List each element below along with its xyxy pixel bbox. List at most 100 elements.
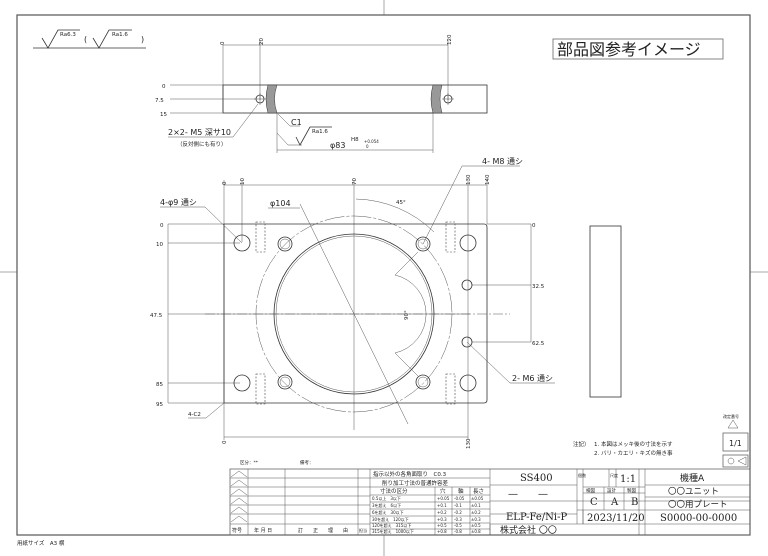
surface-roughness-symbol: Ra6.3 ( Ra1.6 ) bbox=[33, 29, 146, 49]
title-block-check-headers-0: 検図 bbox=[586, 487, 595, 494]
surface-paren-open: ( bbox=[84, 35, 87, 44]
revision-headers-2: 訂 正 理 由 bbox=[298, 527, 348, 534]
tolerance-rows-3-1: +0.3 bbox=[437, 517, 447, 522]
top-view-corner: 4-C2 bbox=[188, 412, 201, 418]
top-view-dims-y-left-1: 10 bbox=[156, 242, 163, 248]
tolerance-title: 削り加工寸法の普通許容差 bbox=[382, 479, 449, 487]
tolerance-rows-2-0: 6を超え 30以下 bbox=[372, 509, 404, 515]
top-view-dims-y-left-3: 85 bbox=[156, 382, 163, 388]
tolerance-rows-4-3: ±0.5 bbox=[471, 523, 481, 528]
title-block-checkers-0: C bbox=[590, 497, 598, 508]
title-block-qty-label: 個数 bbox=[578, 472, 586, 478]
tolerance-rows-5-3: ±0.8 bbox=[471, 529, 481, 534]
tolerance-rows-2-1: +0.2 bbox=[437, 510, 447, 515]
tolerance-rows-2-3: ±0.2 bbox=[471, 510, 481, 515]
tolerance-rows-3-0: 30を超え 120以下 bbox=[372, 516, 409, 522]
title-block-revision-mark-label: 改定番号 bbox=[723, 413, 739, 419]
tolerance-headers-2: 軸 bbox=[458, 487, 464, 495]
side-view-dims-x-1: 20 bbox=[259, 38, 265, 45]
side-view-fit: H8 bbox=[351, 137, 359, 143]
tolerance-rows-4-2: -0.5 bbox=[454, 523, 462, 528]
tolerance-rows-1-3: ±0.1 bbox=[471, 503, 481, 508]
page-title: 部品図参考イメージ bbox=[557, 40, 701, 59]
revision-headers-1: 年 月 日 bbox=[254, 527, 272, 534]
top-view-dims-x-0: 0 bbox=[222, 181, 228, 185]
top-view-dims-y-right-0: 0 bbox=[532, 223, 536, 229]
side-view-dims-x-0: 0 bbox=[220, 41, 226, 45]
top-view-dims-x-3: 130 bbox=[466, 174, 472, 185]
side-view-dims-x-2: 120 bbox=[447, 34, 453, 45]
side-view-dims-y-1: 7.5 bbox=[155, 98, 164, 104]
tolerance-rows-5-2: -0.8 bbox=[454, 529, 462, 534]
side-view-bore-ra: Ra1.6 bbox=[312, 129, 328, 135]
tolerance-rows-2-2: -0.2 bbox=[454, 510, 462, 515]
title-block-checkers-1: A bbox=[610, 497, 619, 508]
top-view-dims-y-right-2: 62.5 bbox=[532, 341, 545, 347]
tolerance-rows-3-2: -0.3 bbox=[454, 517, 462, 522]
top-view-dims-y-left-4: 95 bbox=[156, 402, 163, 408]
top-view-m8-note: 4- M8 通シ bbox=[482, 156, 523, 166]
side-view-chamfer: C1 bbox=[291, 118, 302, 127]
tolerance-rows-0-3: ±0.05 bbox=[471, 496, 484, 501]
tolerance-rows-0-0: 0.5以上 3以下 bbox=[372, 495, 401, 501]
tap-note: 2×2- M5 深サ10 bbox=[168, 128, 231, 137]
drawing-number: S0000-00-0000 bbox=[660, 513, 737, 524]
machine: 機種A bbox=[680, 472, 705, 484]
revision-headers-0: 符号 bbox=[232, 527, 242, 534]
tolerance-rows-0-2: -0.05 bbox=[454, 496, 465, 501]
top-view-pcd: φ104 bbox=[270, 199, 291, 208]
tolerance-rows-5-0: 315を超え 1000以下 bbox=[372, 528, 414, 534]
notes-label: 注記） bbox=[573, 440, 590, 448]
date: 2023/11/20 bbox=[587, 513, 645, 524]
tolerance-chamfer-note: 指示以外の各角面取り C0.3 bbox=[373, 470, 447, 478]
scale: 1:1 bbox=[620, 474, 636, 485]
notes-line1: 1. 本図はメッキ後の寸法を示す bbox=[594, 440, 673, 448]
right-view bbox=[589, 225, 622, 398]
part-name: 〇〇用プレート bbox=[668, 500, 728, 510]
corner-holes bbox=[233, 234, 477, 392]
title-block-scale-label: 尺度 bbox=[610, 472, 618, 478]
surface-treatment: ELP-Fe/Ni-P bbox=[506, 512, 568, 523]
drawing-frame bbox=[16, 14, 751, 536]
m8-holes bbox=[277, 236, 431, 390]
tolerance-rows-4-1: +0.5 bbox=[437, 523, 447, 528]
side-view-tol-lower: 0 bbox=[366, 144, 369, 149]
top-view-angle-90: 90° bbox=[404, 310, 410, 320]
side-view-bore-dia: φ83 bbox=[330, 141, 345, 150]
notes-line2: 2. バリ・カエリ・キズの無き事 bbox=[594, 449, 673, 457]
notes: 注記） 1. 本図はメッキ後の寸法を示す 2. バリ・カエリ・キズの無き事 bbox=[573, 440, 673, 457]
top-view-dims-x-4: 140 bbox=[485, 174, 491, 185]
top-view-dim-bottom-0: 0 bbox=[222, 440, 228, 444]
top-view-dims-y-left-0: 0 bbox=[160, 223, 164, 229]
tolerance-rows-4-0: 120を超え 315以下 bbox=[372, 522, 411, 528]
top-view-m6-note: 2- M6 通シ bbox=[512, 373, 553, 383]
side-view-tap-sub: （反対側にも有り） bbox=[177, 140, 227, 148]
top-view: 0 10 70 130 140 0 10 47.5 85 95 0 32.5 6… bbox=[150, 156, 555, 449]
tolerance-headers-3: 長さ bbox=[473, 488, 484, 495]
top-labels-biko: 備考： bbox=[300, 459, 314, 466]
title-block-heat: — — bbox=[508, 489, 548, 500]
title-block-checkers-2: B bbox=[631, 497, 638, 508]
tolerance-headers-1: 穴 bbox=[440, 487, 446, 495]
top-view-angle-45: 45° bbox=[396, 200, 406, 206]
surface-special: Ra1.6 bbox=[112, 32, 128, 38]
sheet-number: 1/1 bbox=[729, 439, 742, 448]
title-block: 符号 年 月 日 訂 正 理 由 担当 指示以外の各角面取り C0.3 削り加工… bbox=[229, 468, 751, 536]
surface-general: Ra6.3 bbox=[60, 32, 76, 38]
revision-headers-3: 担当 bbox=[359, 527, 367, 533]
side-view-dims-y-2: 15 bbox=[160, 112, 167, 118]
top-view-hole-note: 4-φ9 通シ bbox=[160, 197, 197, 207]
top-view-dims-x-2: 70 bbox=[352, 178, 358, 185]
unit: 〇〇ユニット bbox=[668, 487, 719, 497]
tolerance-headers-0: 寸法の区分 bbox=[380, 487, 408, 495]
side-view-dims-y-0: 0 bbox=[162, 84, 166, 90]
tolerance-rows-1-2: -0.1 bbox=[454, 503, 462, 508]
tolerance-rows-1-0: 3を超え 6以下 bbox=[372, 502, 401, 508]
company: 株式会社 〇〇 bbox=[500, 524, 557, 536]
tolerance-rows-3-3: ±0.3 bbox=[471, 517, 481, 522]
top-view-dims-x-1: 10 bbox=[240, 178, 246, 185]
surface-paren-close: ) bbox=[141, 35, 144, 44]
title-block-check-headers-1: 設計 bbox=[607, 487, 616, 494]
